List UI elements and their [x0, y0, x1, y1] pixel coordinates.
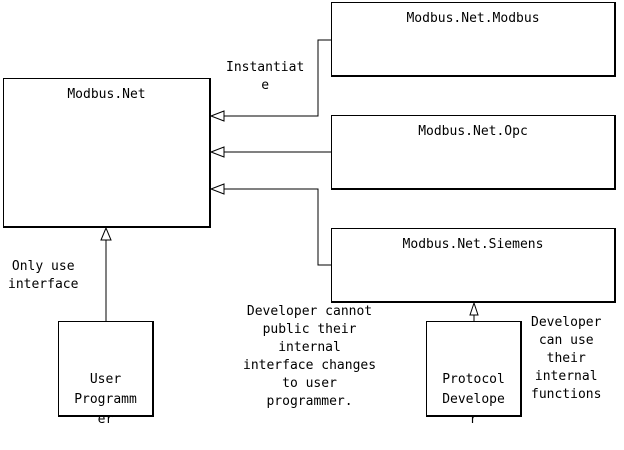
modbus-net-title: Modbus.Net [67, 87, 146, 102]
modbus-net-opc-box: Modbus.Net.Opc [331, 115, 616, 190]
instantiate-label: Instantiat e [226, 60, 305, 93]
modbus-net-siemens-title: Modbus.Net.Siemens [402, 237, 544, 252]
modbus-net-modbus-box: Modbus.Net.Modbus [331, 2, 616, 77]
developer-arrowhead [469, 301, 479, 316]
modbus-connector [224, 39, 331, 117]
siemens-connector [224, 188, 331, 266]
modbus-net-box: Modbus.Net [3, 78, 211, 228]
developer-cannot-label: Developer cannot public their internal i… [243, 304, 377, 409]
connector-lines [100, 39, 479, 321]
user-programmer-box: User Programm er [58, 321, 154, 427]
modbus-net-modbus-title: Modbus.Net.Modbus [406, 11, 540, 26]
only-use-interface-label: Only use interface [8, 259, 79, 292]
protocol-developer-box: Protocol Develope r [426, 321, 522, 427]
siemens-arrowhead [209, 183, 225, 195]
user-programmer-title: User Programm er [74, 372, 137, 427]
opc-arrowhead [209, 146, 225, 158]
protocol-developer-title: Protocol Develope r [442, 372, 505, 427]
modbus-net-opc-title: Modbus.Net.Opc [418, 124, 528, 139]
user-arrowhead [100, 226, 112, 241]
modbus-net-siemens-box: Modbus.Net.Siemens [331, 228, 616, 303]
developer-can-label: Developer can use their internal functio… [531, 315, 602, 402]
modbus-arrowhead [209, 110, 225, 122]
